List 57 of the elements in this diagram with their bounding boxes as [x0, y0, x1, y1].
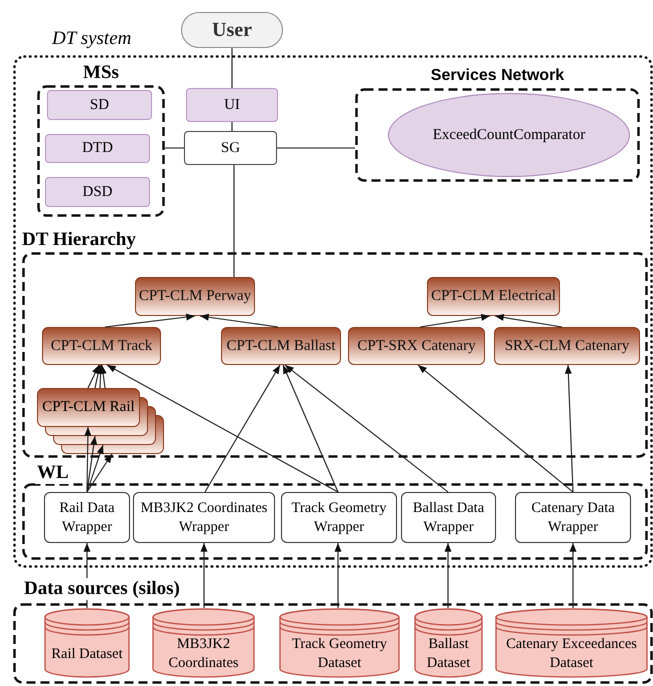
arrow [100, 364, 107, 388]
arrow [282, 364, 338, 492]
connector-line [231, 122, 233, 131]
wrapper-box: MB3JK2 Coordinates Wrapper [133, 492, 275, 543]
service-ellipse: ExceedCountComparator [388, 93, 630, 177]
arrow [88, 364, 100, 388]
arrow [200, 314, 278, 328]
group-heading: Data sources (silos) [22, 578, 182, 600]
group-container [13, 578, 653, 684]
component-box: SRX-CLM Catenary [494, 327, 640, 365]
arrow [420, 314, 490, 328]
arrow [284, 364, 448, 492]
arrow [444, 543, 452, 608]
arrow [334, 543, 342, 608]
service-box: DSD [45, 177, 150, 207]
arrow [86, 454, 112, 492]
component-box: CPT-CLM Ballast [221, 327, 341, 365]
arrow [494, 314, 562, 328]
service-box: UI [186, 88, 278, 122]
arrow [84, 543, 90, 608]
wrapper-box: Ballast Data Wrapper [401, 492, 496, 543]
group-container [22, 229, 648, 458]
arrow [418, 364, 574, 492]
arrow [204, 364, 280, 492]
component-box: CPT-CLM Electrical [427, 277, 560, 316]
gateway-box: SG [184, 131, 277, 165]
component-stack: CPT-CLM Rail [37, 388, 165, 454]
connector-line [231, 48, 233, 88]
arrow [86, 436, 98, 492]
wrapper-box: Track Geometry Wrapper [281, 492, 397, 543]
arrow [200, 543, 208, 608]
arrow [564, 364, 574, 492]
database-cylinder: MB3JK2 Coordinates [152, 608, 255, 678]
group-container [37, 62, 165, 217]
arrow [86, 444, 104, 492]
actor-box: User [181, 12, 283, 48]
connector-line [233, 165, 235, 277]
component-box: CPT-CLM Perway [135, 277, 255, 316]
wrapper-box: Rail Data Wrapper [44, 492, 130, 543]
service-box: DTD [45, 134, 150, 163]
arrow [84, 427, 92, 492]
component-box: CPT-CLM Track [42, 327, 161, 365]
arrow [104, 314, 196, 328]
database-cylinder: Ballast Dataset [414, 608, 483, 678]
database-cylinder: Track Geometry Dataset [279, 608, 400, 678]
service-box: SD [47, 90, 152, 120]
database-cylinder: Catenary Exceedances Dataset [495, 608, 648, 678]
arrow [570, 543, 576, 608]
arrow [94, 364, 102, 388]
connector-line [165, 147, 184, 149]
database-cylinder: Rail Dataset [44, 608, 130, 678]
arrow [97, 364, 104, 388]
connector-line [277, 147, 355, 149]
wrapper-box: Catenary Data Wrapper [515, 492, 631, 543]
group-heading: DT Hierarchy [20, 229, 138, 251]
component-box: CPT-SRX Catenary [348, 327, 485, 365]
arrow [106, 364, 338, 492]
